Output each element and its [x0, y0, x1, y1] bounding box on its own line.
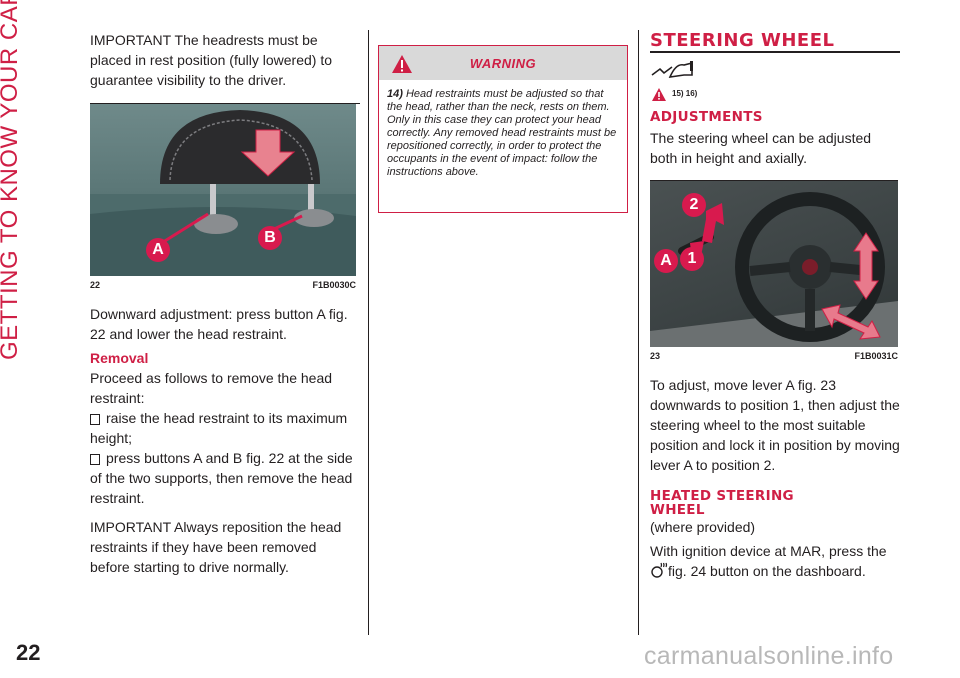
- label-a-circle: A: [654, 249, 678, 273]
- section-sidebar-title: GETTING TO KNOW YOUR CAR: [0, 0, 54, 360]
- headrest-illustration: [90, 110, 356, 276]
- removal-heading: Removal: [90, 350, 149, 366]
- steering-refs: 15) 16): [672, 89, 698, 98]
- downward-adjustment-text: Downward adjustment: press button A fig.…: [90, 306, 348, 342]
- column-divider: [638, 30, 639, 635]
- column-headrest: IMPORTANT The headrests must be placed i…: [90, 30, 360, 577]
- warning-header: WARNING: [379, 46, 627, 80]
- adjustments-text: The steering wheel can be adjusted both …: [650, 130, 872, 166]
- heated-text: With ignition device at MAR, press the f…: [650, 543, 887, 579]
- heading-underline: [650, 51, 900, 53]
- label-b-circle: B: [258, 226, 282, 250]
- warning-triangle-icon: [392, 55, 412, 73]
- bullet-item: raise the head restraint to its maximum …: [90, 410, 348, 446]
- heated-provided: (where provided): [650, 519, 756, 535]
- label-1-circle: 1: [680, 247, 704, 271]
- ecodrive-icon: [651, 61, 693, 78]
- figure-23: 2 A 1 23 F1B0031C: [650, 180, 898, 361]
- steering-wheel-heading: STEERING WHEEL: [650, 30, 835, 51]
- warning-title: WARNING: [469, 56, 537, 71]
- figure-code: F1B0031C: [854, 351, 898, 361]
- warning-triangle-small-icon: [652, 88, 666, 101]
- warning-text: 14) Head restraints must be adjusted so …: [379, 80, 627, 187]
- figure-code: F1B0030C: [312, 280, 356, 290]
- headrest-photo: A B: [90, 104, 356, 276]
- figure-22-caption: 22 F1B0030C: [90, 280, 356, 290]
- figure-22: A B 22 F1B0030C: [90, 103, 360, 290]
- steering-wheel-photo: 2 A 1: [650, 181, 898, 347]
- heated-steering-heading: HEATED STEERING WHEEL: [650, 488, 794, 518]
- removal-intro: Proceed as follows to remove the head re…: [90, 370, 333, 406]
- important-note-reposition: IMPORTANT Always reposition the head res…: [90, 519, 342, 575]
- warning-box: WARNING 14) Head restraints must be adju…: [378, 45, 628, 213]
- adjust-instructions: To adjust, move lever A fig. 23 downward…: [650, 377, 900, 473]
- bullet-item: press buttons A and B fig. 22 at the sid…: [90, 450, 353, 506]
- checkbox-bullet-icon: [90, 413, 100, 425]
- label-2-circle: 2: [682, 193, 706, 217]
- page-number: 22: [16, 640, 41, 665]
- steering-wheel-illustration: [650, 192, 898, 347]
- warning-body: Head restraints must be adjusted so that…: [387, 88, 617, 178]
- adjustments-heading: ADJUSTMENTS: [650, 109, 763, 125]
- important-note-rest: IMPORTANT The headrests must be placed i…: [90, 32, 333, 88]
- heated-steering-icon: [651, 562, 668, 578]
- column-steering: STEERING WHEEL 15) 16) ADJUSTMENTS The s…: [650, 30, 900, 581]
- checkbox-bullet-icon: [90, 453, 100, 465]
- figure-number: 22: [90, 280, 101, 290]
- column-divider: [368, 30, 369, 635]
- label-a-circle: A: [146, 238, 170, 262]
- reference-row: 15) 16): [650, 88, 900, 106]
- figure-23-caption: 23 F1B0031C: [650, 351, 898, 361]
- watermark: carmanualsonline.info: [644, 642, 894, 670]
- figure-number: 23: [650, 351, 661, 361]
- section-title-text: GETTING TO KNOW YOUR CAR: [0, 0, 23, 360]
- warning-ref: 14): [387, 88, 403, 100]
